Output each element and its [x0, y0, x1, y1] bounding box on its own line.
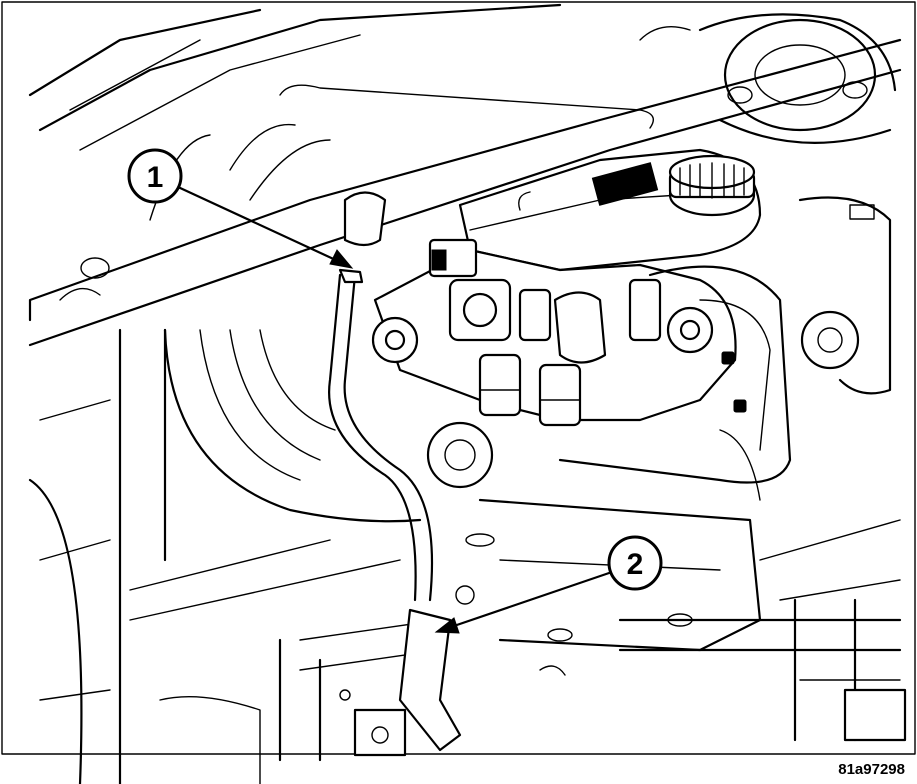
lower-structure: [159, 498, 907, 784]
callout-1-arrowhead: [329, 249, 354, 269]
callout-1: 1: [127, 148, 354, 269]
dash-panel: [28, 328, 422, 784]
cowl-panel: [28, 3, 902, 347]
callout-2-arrowhead: [434, 617, 460, 634]
figure-id-label: 81a97298: [838, 761, 905, 778]
booster-mount-bracket: [426, 196, 892, 501]
illustration-frame: [1, 1, 916, 755]
strut-tower: [639, 13, 897, 144]
callout-2-circle: [607, 535, 663, 591]
wiring-harness-and-pedal: [328, 191, 462, 752]
brake-fluid-reservoir: [458, 148, 762, 272]
callout-2: 2: [434, 535, 663, 634]
callout-1-circle: [127, 148, 183, 204]
master-cylinder: [371, 238, 747, 427]
callout-1-number: 1: [147, 161, 164, 194]
callout-2-number: 2: [627, 548, 644, 581]
